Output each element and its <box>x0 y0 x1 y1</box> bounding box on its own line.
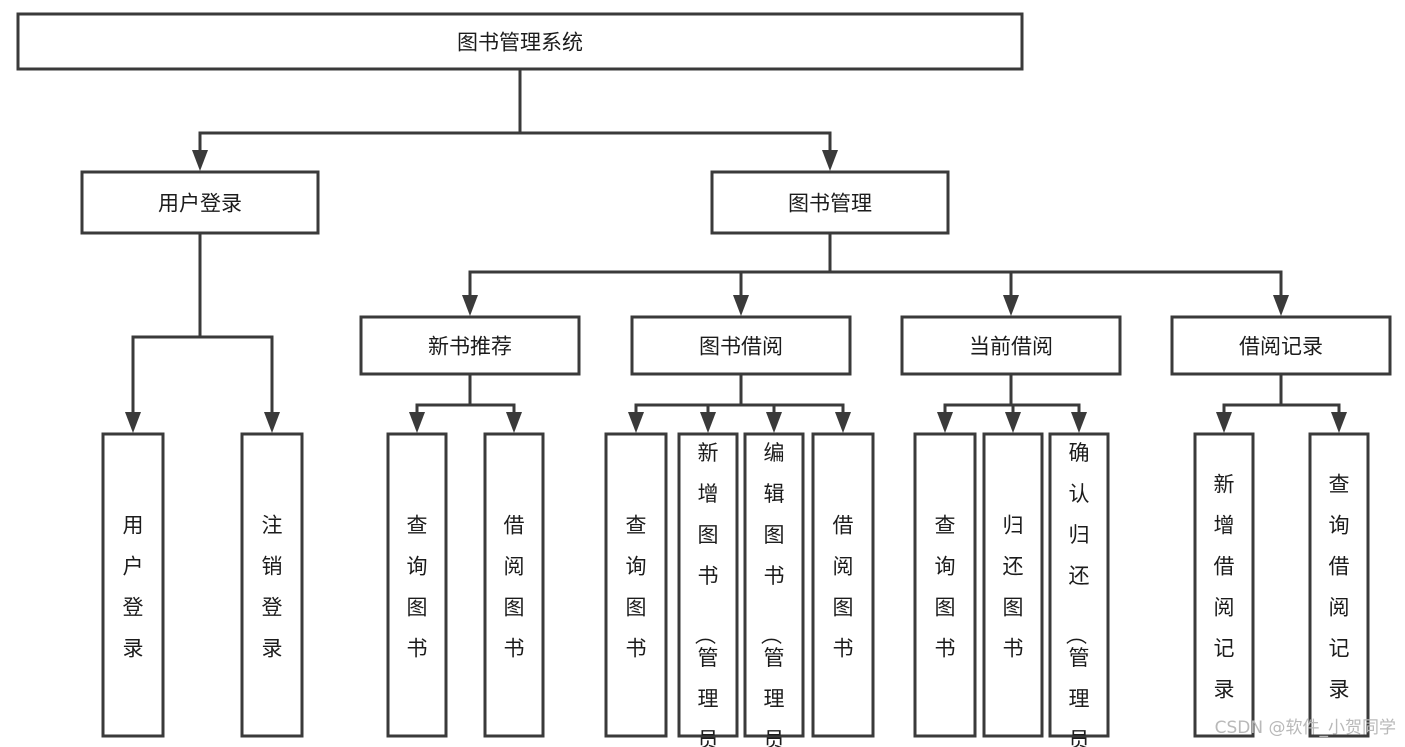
node-leaf-borrow-book[interactable]: 借阅图书 <box>811 432 875 738</box>
node-box <box>1308 432 1370 738</box>
node-label: 图书借阅 <box>699 335 783 359</box>
arrow-head-icon <box>1331 412 1347 433</box>
node-label: 新增借阅记录 <box>1214 473 1235 702</box>
node-leaf-query-book-recommend[interactable]: 查询图书 <box>386 432 448 738</box>
node-label: 图书管理系统 <box>457 31 583 55</box>
connectors-layer <box>125 67 1347 433</box>
node-label: 借阅图书 <box>833 514 854 661</box>
node-leaf-query-borrow-record[interactable]: 查询借阅记录 <box>1308 432 1370 738</box>
arrow-head-icon <box>1005 412 1021 433</box>
nodes-layer: 图书管理系统用户登录图书管理新书推荐图书借阅当前借阅借阅记录用户登录注销登录查询… <box>16 12 1392 747</box>
node-leaf-query-book-current[interactable]: 查询图书 <box>913 432 977 738</box>
node-borrow-records[interactable]: 借阅记录 <box>1170 315 1392 376</box>
arrow-head-icon <box>506 412 522 433</box>
node-box <box>240 432 304 738</box>
arrow-head-icon <box>409 412 425 433</box>
node-label: 查询图书 <box>626 514 647 661</box>
node-leaf-query-book-borrow[interactable]: 查询图书 <box>604 432 668 738</box>
arrow-head-icon <box>766 412 782 433</box>
node-label: 归还图书 <box>1003 514 1024 661</box>
node-box <box>16 12 1024 71</box>
node-root[interactable]: 图书管理系统 <box>16 12 1024 71</box>
node-leaf-user-login[interactable]: 用户登录 <box>101 432 165 738</box>
arrow-head-icon <box>822 150 838 171</box>
node-box <box>80 170 320 235</box>
node-leaf-edit-book[interactable]: 编辑图书（管理员） <box>743 432 805 747</box>
connector-group-book-borrow <box>628 372 851 433</box>
arrow-head-icon <box>1216 412 1232 433</box>
node-leaf-logout[interactable]: 注销登录 <box>240 432 304 738</box>
node-box <box>743 432 805 738</box>
node-book-borrow[interactable]: 图书借阅 <box>630 315 852 376</box>
node-label: 确认归还（管理员） <box>1064 441 1090 747</box>
arrow-head-icon <box>835 412 851 433</box>
node-label: 注销登录 <box>262 514 283 661</box>
arrow-head-icon <box>192 150 208 171</box>
node-box <box>913 432 977 738</box>
node-box <box>710 170 950 235</box>
arrow-head-icon <box>1071 412 1087 433</box>
node-label: 图书管理 <box>788 192 872 216</box>
node-current-borrow[interactable]: 当前借阅 <box>900 315 1122 376</box>
node-leaf-borrow-book-recommend[interactable]: 借阅图书 <box>483 432 545 738</box>
connector-group-user-login <box>125 231 280 433</box>
node-box <box>630 315 852 376</box>
node-label: 新书推荐 <box>428 335 512 359</box>
node-box <box>677 432 739 738</box>
node-book-management[interactable]: 图书管理 <box>710 170 950 235</box>
arrow-head-icon <box>1273 295 1289 316</box>
node-user-login[interactable]: 用户登录 <box>80 170 320 235</box>
node-label: 查询图书 <box>935 514 956 661</box>
arrow-head-icon <box>628 412 644 433</box>
arrow-head-icon <box>125 412 141 433</box>
node-leaf-add-book[interactable]: 新增图书（管理员） <box>677 432 739 747</box>
node-label: 用户登录 <box>123 514 144 661</box>
node-new-book-recommend[interactable]: 新书推荐 <box>359 315 581 376</box>
connector-group-borrow-records <box>1216 372 1347 433</box>
node-box <box>359 315 581 376</box>
connector-group-current-borrow <box>937 372 1087 433</box>
node-box <box>1193 432 1255 738</box>
arrow-head-icon <box>1003 295 1019 316</box>
arrow-head-icon <box>462 295 478 316</box>
node-box <box>982 432 1044 738</box>
node-box <box>101 432 165 738</box>
node-label: 借阅图书 <box>504 514 525 661</box>
node-box <box>604 432 668 738</box>
node-label: 借阅记录 <box>1239 335 1323 359</box>
node-box <box>900 315 1122 376</box>
node-leaf-return-book[interactable]: 归还图书 <box>982 432 1044 738</box>
node-label: 当前借阅 <box>969 335 1053 359</box>
node-label: 查询借阅记录 <box>1329 473 1350 702</box>
arrow-head-icon <box>264 412 280 433</box>
connector-group-book-management <box>462 231 1289 316</box>
node-box <box>811 432 875 738</box>
arrow-head-icon <box>733 295 749 316</box>
arrow-head-icon <box>937 412 953 433</box>
node-box <box>386 432 448 738</box>
connector-group-root <box>192 67 838 171</box>
arrow-head-icon <box>700 412 716 433</box>
node-leaf-add-borrow-record[interactable]: 新增借阅记录 <box>1193 432 1255 738</box>
node-box <box>1048 432 1110 738</box>
node-label: 新增图书（管理员） <box>693 441 719 747</box>
node-box <box>1170 315 1392 376</box>
node-label: 用户登录 <box>158 192 242 216</box>
node-label: 查询图书 <box>407 514 428 661</box>
node-label: 编辑图书（管理员） <box>759 441 785 747</box>
node-box <box>483 432 545 738</box>
node-leaf-confirm-return[interactable]: 确认归还（管理员） <box>1048 432 1110 747</box>
csdn-watermark: CSDN @软件_小贺同学 <box>1215 718 1396 738</box>
connector-group-new-book-recommend <box>409 372 522 433</box>
